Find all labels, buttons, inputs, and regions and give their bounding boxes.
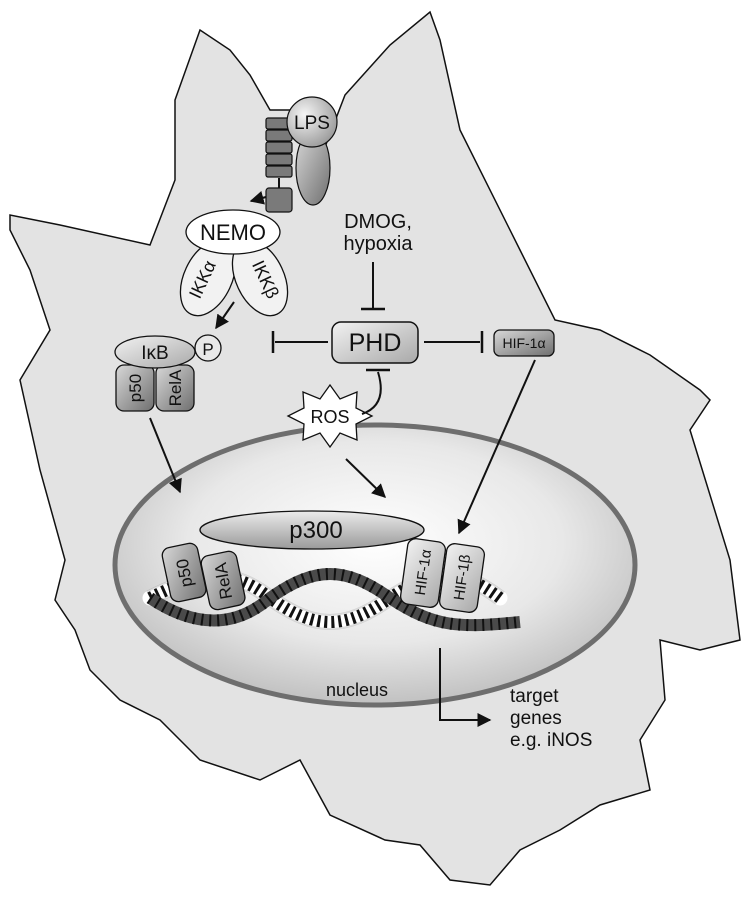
nemo-label: NEMO xyxy=(200,220,266,245)
target-label-line3: e.g. iNOS xyxy=(510,730,592,751)
p300-label: p300 xyxy=(289,517,342,544)
ikb-label: IκB xyxy=(141,343,168,364)
phospho-label: P xyxy=(202,340,213,359)
hif-nuclear: HIF-1α HIF-1β xyxy=(399,538,486,613)
hif1a-cyto-label: HIF-1α xyxy=(502,335,545,351)
target-label-line1: target xyxy=(510,686,559,707)
nfkb-cytoplasmic: p50 RelA IκB P xyxy=(114,334,222,412)
p300 xyxy=(199,510,425,550)
inhibit-ros-to-phd xyxy=(361,371,382,415)
hif1a-nuc-label: HIF-1α xyxy=(412,548,435,596)
hif1b-nuclear xyxy=(438,543,486,613)
hif1a-cytoplasmic xyxy=(493,329,555,357)
p50-cyto-label: p50 xyxy=(126,374,145,402)
phd-label: PHD xyxy=(349,329,402,357)
arrow-ikk-to-ikb xyxy=(215,301,235,330)
hif1b-nuc-label: HIF-1β xyxy=(451,553,474,601)
arrow-nfkb-to-nucleus xyxy=(149,417,182,494)
arrow-ros-to-nucleus xyxy=(345,458,387,498)
hif1a-nuclear xyxy=(399,538,447,608)
phd xyxy=(331,321,419,364)
dmog-label-line1: DMOG, xyxy=(344,211,412,233)
phospho-group xyxy=(194,334,222,362)
nucleus xyxy=(112,422,638,708)
dmog-label-line2: hypoxia xyxy=(344,233,414,255)
p50-nuc-label: p50 xyxy=(173,557,197,588)
arrow-hif-to-nucleus xyxy=(457,359,536,535)
rela-cyto-label: RelA xyxy=(166,369,185,407)
nfkb-nuclear: p50 RelA xyxy=(161,542,246,611)
ros-label: ROS xyxy=(310,407,349,427)
nucleus-label: nucleus xyxy=(326,680,388,700)
target-label-line2: genes xyxy=(510,708,562,729)
nemo xyxy=(185,209,281,255)
ikk-complex: IKKα IKKβ NEMO xyxy=(179,209,289,317)
lps-label: LPS xyxy=(294,113,330,134)
rela-nuclear xyxy=(200,550,246,611)
lps-ligand xyxy=(286,96,338,148)
arrow-receptor-to-nemo xyxy=(249,190,267,205)
arrow-target-genes xyxy=(439,648,492,727)
tlr-receptor xyxy=(265,117,293,213)
ros-burst xyxy=(286,383,374,449)
